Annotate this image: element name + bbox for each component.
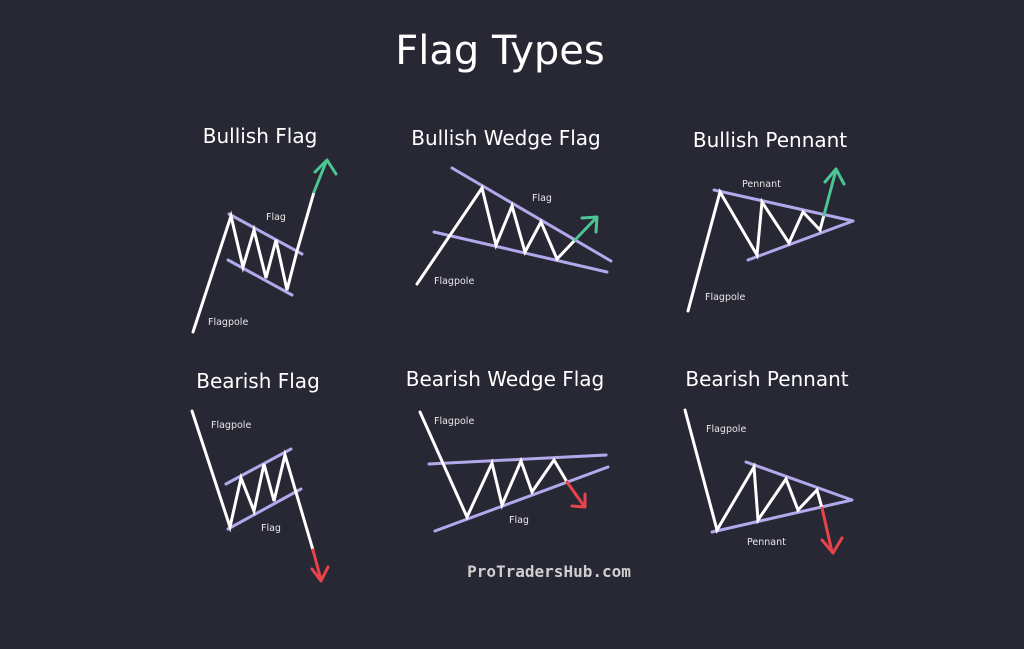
- arrow-head-icon: [313, 158, 338, 176]
- flag-upper-line: [227, 212, 304, 256]
- flag-label: Flag: [509, 515, 529, 526]
- pennant-label: Pennant: [742, 179, 781, 190]
- wedge-upper-line: [427, 453, 608, 466]
- breakout-arrow-down: [820, 506, 834, 554]
- pattern-title: Bearish Flag: [196, 369, 320, 393]
- flagpole-label: Flagpole: [434, 276, 474, 287]
- bullish-pennant-pattern: Bullish Pennant Pennant Flagpole: [686, 128, 855, 313]
- flag-label: Flag: [532, 193, 552, 204]
- price-line: [415, 184, 577, 286]
- breakout-arrow-up: [822, 168, 838, 217]
- pattern-title: Bullish Pennant: [693, 128, 847, 152]
- flagpole-label: Flagpole: [211, 420, 251, 431]
- flagpole-label: Flagpole: [705, 292, 745, 303]
- flag-lower-line: [226, 487, 303, 531]
- wedge-lower-line: [433, 465, 610, 533]
- arrow-head-icon: [310, 565, 330, 583]
- arrow-head-icon: [820, 536, 844, 555]
- breakout-arrow-down: [565, 480, 586, 508]
- bullish-flag-pattern: Bullish Flag Flag Flagpole: [191, 124, 338, 334]
- breakout-arrow-up: [573, 216, 598, 242]
- arrow-head-icon: [570, 492, 587, 509]
- flagpole-label: Flagpole: [434, 416, 474, 427]
- bearish-pennant-pattern: Bearish Pennant Flagpole Pennant: [683, 367, 854, 555]
- flagpole-label: Flagpole: [706, 424, 746, 435]
- pennant-lower-line: [746, 219, 855, 262]
- bearish-flag-pattern: Bearish Flag Flagpole Flag: [190, 369, 330, 583]
- pennant-label: Pennant: [747, 537, 786, 548]
- price-line: [418, 410, 569, 521]
- flagpole-label: Flagpole: [208, 317, 248, 328]
- price-line: [191, 190, 316, 334]
- bearish-wedge-flag-pattern: Bearish Wedge Flag Flagpole Flag: [406, 367, 610, 533]
- breakout-arrow-down: [311, 548, 323, 582]
- price-line: [686, 188, 826, 313]
- pattern-title: Bearish Wedge Flag: [406, 367, 605, 391]
- arrow-head-icon: [823, 167, 846, 186]
- arrow-head-icon: [580, 215, 599, 234]
- pennant-lower-line: [710, 498, 854, 534]
- pattern-title: Bullish Wedge Flag: [411, 126, 601, 150]
- flag-label: Flag: [266, 212, 286, 223]
- page-title: Flag Types: [395, 28, 604, 74]
- pattern-title: Bullish Flag: [203, 124, 318, 148]
- price-line: [683, 408, 824, 534]
- breakout-arrow-up: [312, 160, 328, 194]
- watermark: ProTradersHub.com: [467, 562, 631, 581]
- flag-upper-line: [224, 447, 293, 486]
- flag-lower-line: [226, 258, 294, 297]
- pennant-upper-line: [744, 460, 854, 502]
- wedge-upper-line: [450, 166, 613, 263]
- pattern-title: Bearish Pennant: [685, 367, 848, 391]
- bullish-wedge-flag-pattern: Bullish Wedge Flag Flag Flagpole: [411, 126, 613, 287]
- wedge-lower-line: [432, 230, 609, 274]
- pennant-upper-line: [712, 188, 855, 223]
- flag-label: Flag: [261, 523, 281, 534]
- price-line: [190, 409, 315, 552]
